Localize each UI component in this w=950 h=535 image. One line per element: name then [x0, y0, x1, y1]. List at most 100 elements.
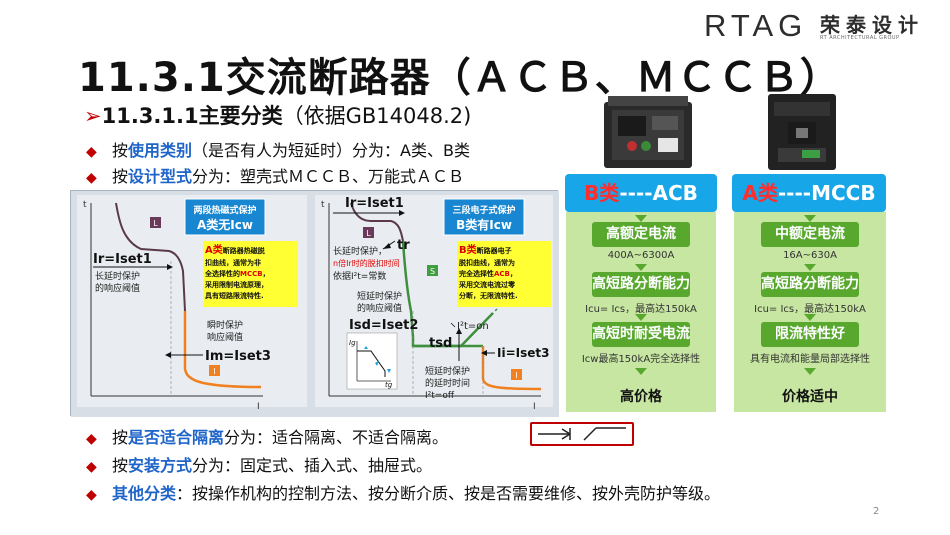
bullet-text: 按	[112, 141, 129, 160]
mccb-feature-note: 16A~630A	[783, 250, 837, 261]
mccb-type-label: ----MCCB	[777, 181, 876, 205]
right-ii-label: Ii=Iset3	[497, 346, 549, 360]
mccb-feature-note: Icu= Ics，最高达150kA	[754, 304, 866, 315]
right-short-line2: 的响应阈值	[357, 302, 402, 314]
bullet-text: 按	[112, 167, 129, 186]
mccb-feature-limiting: 限流特性好	[761, 322, 859, 347]
diamond-bullet-icon: ◆	[86, 431, 97, 447]
right-isd-label: Isd=Iset2	[349, 318, 418, 333]
acb-type-label: ----ACB	[619, 181, 698, 205]
mccb-class-label: A类	[742, 181, 778, 205]
left-flag-l	[150, 217, 161, 228]
mccb-features: 中额定电流 16A~630A 高短路分断能力 Icu= Ics，最高达150kA…	[734, 212, 886, 412]
left-flag-i	[209, 365, 220, 376]
right-flag-s	[427, 265, 438, 276]
right-info-line4: 采用交流电流过零	[458, 280, 516, 289]
left-inst-line2: 响应阈值	[207, 331, 243, 343]
subtitle-rest: （依据GB14048.2)	[282, 104, 472, 128]
left-box-title-line1: 两段热磁式保护	[193, 204, 256, 216]
down-arrow-icon	[635, 314, 647, 321]
left-info-line2: 扣曲线，通常为非	[205, 258, 261, 267]
down-arrow-icon	[635, 368, 647, 375]
right-long-line3: 依据I²t=常数	[333, 270, 386, 282]
right-t-axis: t	[321, 200, 325, 210]
bullet-highlight: 使用类别	[128, 141, 193, 160]
left-ir-desc-line1: 长延时保护	[95, 270, 140, 282]
ig-tg-inset	[346, 332, 398, 390]
bullet-installation: ◆按安装方式分为：固定式、插入式、抽屉式。	[86, 452, 432, 476]
down-arrow-icon	[804, 368, 816, 375]
inset-x-label: tg	[385, 381, 393, 389]
acb-class-label: B类	[584, 181, 620, 205]
bullet-highlight: 安装方式	[128, 456, 193, 475]
right-tsd-label: tsd	[429, 336, 452, 351]
right-box-title-line1: 三段电子式保护	[452, 204, 515, 216]
mccb-feature-breaking: 高短路分断能力	[761, 272, 859, 297]
left-info-line5: 具有短路限流特性.	[204, 291, 264, 300]
bullet-highlight: 设计型式	[128, 167, 193, 186]
right-i-axis: I	[533, 402, 536, 412]
mccb-breaker-image	[762, 92, 842, 172]
right-i2t-off: I²t=off	[425, 391, 455, 401]
bullet-text: 分为：适合隔离、不适合隔离。	[224, 428, 449, 447]
left-info-line1: A类断路器热磁脱	[205, 243, 265, 256]
company-logo: RTAG 荣泰设计 RT ARCHITECTURAL GROUP	[704, 8, 940, 43]
page-number: 2	[873, 506, 880, 517]
arrow-marker-icon: ➢	[84, 104, 102, 128]
left-box-title-line2: A类无Icw	[197, 217, 253, 232]
down-arrow-icon	[804, 264, 816, 271]
right-info-line3: 完全选择性ACB，	[459, 269, 517, 278]
section-subtitle: ➢11.3.1.1主要分类（依据GB14048.2)	[84, 100, 471, 130]
down-arrow-icon	[635, 215, 647, 222]
bullet-highlight: 是否适合隔离	[128, 428, 225, 447]
left-ir-desc-line2: 的响应阈值	[95, 282, 140, 294]
trip-curve-diagram: t I 两段热磁式保护 A类无Icw L Ir=Iset1 长延时保护 的响应阈…	[70, 190, 559, 417]
acb-column-header: B类----ACB	[565, 174, 717, 212]
mccb-feature-note: 具有电流和能量局部选择性	[750, 354, 870, 365]
mccb-feature-rated-current: 中额定电流	[761, 222, 859, 247]
right-info-line1: B类断路器电子	[459, 243, 512, 256]
acb-breaker-image	[598, 92, 698, 172]
left-ir-label: Ir=Iset1	[93, 252, 152, 267]
bullet-usage-category: ◆按使用类别（是否有人为短延时）分为：A类、B类	[86, 137, 470, 161]
acb-feature-rated-current: 高额定电流	[592, 222, 690, 247]
right-flag-l-text: L	[366, 229, 371, 238]
right-tr-label: tr	[397, 238, 410, 253]
right-i2t-on: I²t=on	[457, 321, 489, 332]
right-sdelay-line1: 短延时保护	[425, 365, 470, 377]
diamond-bullet-icon: ◆	[86, 170, 97, 186]
logo-chinese-name: 荣泰设计	[820, 13, 924, 37]
mccb-price: 价格适中	[782, 389, 838, 405]
inset-y-label: Ig	[349, 339, 356, 347]
right-long-line2: n倍Ir时的脱扣时间	[333, 258, 400, 268]
right-short-line1: 短延时保护	[357, 290, 402, 302]
bullet-text: ：按操作机构的控制方法、按分断介质、按是否需要维修、按外壳防护等级。	[176, 484, 721, 503]
slide-title: 11.3.1交流断路器（ＡＣＢ、ＭＣＣＢ）	[78, 55, 841, 101]
right-flag-i-text: I	[515, 371, 517, 380]
left-info-line4: 采用限制电流原理，	[204, 280, 268, 289]
left-t-axis: t	[83, 200, 87, 210]
diamond-bullet-icon: ◆	[86, 144, 97, 160]
right-sdelay-line2: 的延时时间	[425, 377, 470, 389]
bullet-text: 分为：固定式、插入式、抽屉式。	[192, 456, 433, 475]
bullet-highlight: 其他分类	[112, 484, 177, 503]
right-long-line1: 长延时保护，	[333, 245, 387, 257]
left-im-label: Im=Iset3	[205, 349, 271, 364]
down-arrow-icon	[804, 215, 816, 222]
down-arrow-icon	[635, 264, 647, 271]
left-flag-l-text: L	[153, 219, 158, 228]
acb-features: 高额定电流 400A~6300A 高短路分断能力 Icu= Ics，最高达150…	[566, 212, 716, 412]
acb-feature-breaking: 高短路分断能力	[592, 272, 690, 297]
acb-feature-note: 400A~6300A	[607, 250, 675, 261]
right-info-line2: 脱扣曲线，通常为	[459, 258, 515, 267]
bullet-text: 按	[112, 428, 129, 447]
bullet-isolation: ◆ 按是否适合隔离分为：适合隔离、不适合隔离。	[86, 424, 448, 448]
subtitle-bold: 11.3.1.1主要分类	[101, 104, 283, 128]
left-i-axis: I	[257, 402, 260, 412]
logo-tagline: RT ARCHITECTURAL GROUP	[820, 35, 900, 41]
right-flag-l	[363, 227, 374, 238]
right-flag-i	[511, 369, 522, 380]
acb-feature-note: Icw最高150kA完全选择性	[581, 354, 701, 365]
acb-feature-note: Icu= Ics，最高达150kA	[585, 304, 697, 315]
bullet-text: 按	[112, 456, 129, 475]
